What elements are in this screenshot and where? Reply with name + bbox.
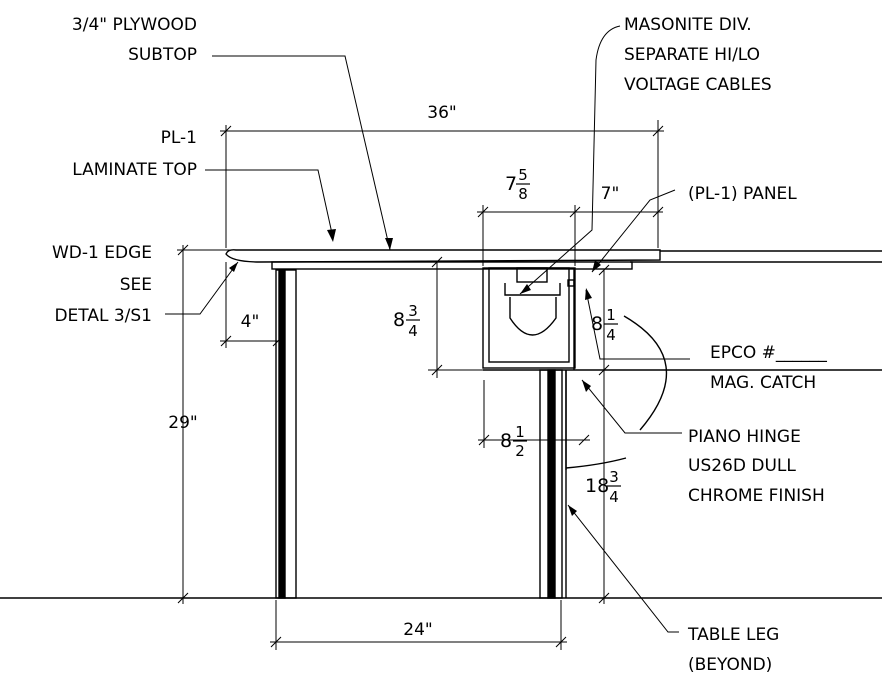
panel-swing-arc-lower bbox=[565, 457, 627, 469]
label-wd1-3: DETAL 3/S1 bbox=[54, 306, 152, 326]
arrow-panel bbox=[592, 260, 601, 272]
label-pl1-1: PL-1 bbox=[161, 128, 197, 148]
dim-text-7-5-8: 7 5 8 bbox=[505, 166, 530, 203]
label-plywood-1: 3/4" PLYWOOD bbox=[72, 15, 197, 35]
cable-trough-box bbox=[482, 267, 576, 369]
dim-1834-num: 3 bbox=[609, 468, 619, 486]
leader-epco bbox=[585, 289, 690, 360]
label-wd1-1: WD-1 EDGE bbox=[52, 243, 152, 263]
leader-arrows bbox=[229, 229, 601, 516]
arrow-wd1 bbox=[229, 262, 238, 272]
dim-834-num: 3 bbox=[408, 302, 418, 320]
label-hinge-3: CHROME FINISH bbox=[688, 486, 825, 506]
dim-text-24: 24" bbox=[403, 620, 432, 640]
masonite-divider bbox=[504, 283, 561, 296]
label-masonite-1: MASONITE DIV. bbox=[624, 15, 752, 35]
label-epco-1: EPCO #______ bbox=[710, 343, 827, 363]
panel-swing-arc-upper bbox=[623, 315, 668, 431]
dim-812-den: 2 bbox=[515, 442, 525, 460]
dim-text-18-3-4: 18 3 4 bbox=[585, 468, 621, 506]
dim-758-num: 5 bbox=[518, 166, 528, 184]
arrow-masonite bbox=[520, 284, 531, 294]
label-hinge-2: US26D DULL bbox=[688, 456, 796, 476]
leader-wd1 bbox=[165, 261, 239, 315]
plywood-subtop bbox=[271, 261, 633, 270]
label-leg-1: TABLE LEG bbox=[687, 625, 779, 645]
mag-catch-block bbox=[567, 279, 575, 287]
cable-tray bbox=[509, 297, 557, 336]
grommet-cap bbox=[516, 267, 548, 283]
dim-758-den: 8 bbox=[518, 185, 528, 203]
linework bbox=[0, 249, 882, 599]
dim-1834-den: 4 bbox=[609, 488, 619, 506]
leader-masonite bbox=[519, 25, 621, 295]
dim-814-whole: 8 bbox=[591, 313, 603, 335]
leader-laminate bbox=[205, 169, 334, 239]
dim-text-36: 36" bbox=[427, 103, 456, 123]
leader-table-leg bbox=[567, 504, 679, 633]
left-table-leg bbox=[275, 269, 297, 599]
dimension-ticks bbox=[177, 125, 664, 648]
left-leg-fill bbox=[278, 269, 286, 599]
right-leg-fill bbox=[547, 369, 556, 599]
dim-814-num: 1 bbox=[606, 306, 616, 324]
dim-812-whole: 8 bbox=[500, 430, 512, 452]
label-panel: (PL-1) PANEL bbox=[688, 184, 797, 204]
dim-834-whole: 8 bbox=[393, 309, 405, 331]
leader-panel bbox=[591, 189, 676, 273]
label-epco-2: MAG. CATCH bbox=[710, 373, 816, 393]
label-masonite-3: VOLTAGE CABLES bbox=[624, 75, 772, 95]
label-masonite-2: SEPARATE HI/LO bbox=[624, 45, 760, 65]
dim-834-den: 4 bbox=[408, 322, 418, 340]
dim-758-whole: 7 bbox=[505, 173, 517, 195]
label-pl1-2: LAMINATE TOP bbox=[72, 160, 197, 180]
leader-plywood bbox=[212, 55, 391, 251]
leader-hinge bbox=[581, 379, 682, 434]
arrow-epco bbox=[585, 288, 592, 300]
dim-text-8-3-4: 8 3 4 bbox=[393, 302, 420, 340]
dim-text-8-1-4: 8 1 4 bbox=[591, 306, 618, 344]
dim-812-num: 1 bbox=[515, 423, 525, 441]
dim-1834-whole: 18 bbox=[585, 475, 609, 497]
dimension-lines bbox=[177, 120, 664, 650]
label-plywood-2: SUBTOP bbox=[128, 45, 197, 65]
dim-text-7: 7" bbox=[601, 184, 620, 204]
leader-lines bbox=[165, 25, 690, 633]
annotation-labels: 3/4" PLYWOOD SUBTOP MASONITE DIV. SEPARA… bbox=[52, 15, 827, 675]
label-leg-2: (BEYOND) bbox=[688, 655, 772, 675]
dimension-texts: 36" 29" 4" 24" 7" 7 5 8 8 3 4 8 1 4 8 1 bbox=[168, 103, 621, 640]
label-wd1-2: SEE bbox=[120, 275, 152, 295]
dim-text-8-1-2: 8 1 2 bbox=[500, 423, 527, 460]
dim-text-4: 4" bbox=[241, 312, 260, 332]
arrow-laminate bbox=[327, 229, 336, 242]
dim-text-29: 29" bbox=[168, 413, 197, 433]
arrow-plywood bbox=[385, 238, 393, 250]
laminate-top bbox=[225, 249, 661, 263]
label-hinge-1: PIANO HINGE bbox=[688, 427, 801, 447]
arrow-hinge bbox=[582, 380, 591, 392]
arrow-table-leg bbox=[568, 505, 577, 516]
dim-814-den: 4 bbox=[606, 326, 616, 344]
